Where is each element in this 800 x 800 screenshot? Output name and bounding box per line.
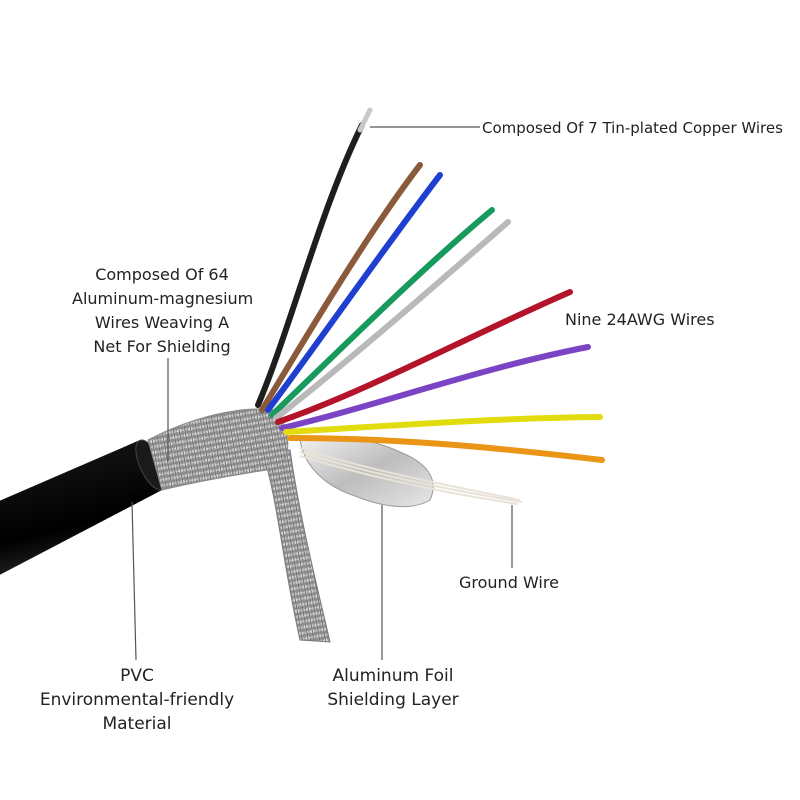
pvc-jacket — [0, 440, 162, 575]
blue-wire — [265, 172, 443, 413]
braid-bundle — [261, 449, 331, 643]
label-line: Aluminum Foil — [332, 666, 454, 686]
braid-mesh — [147, 408, 289, 491]
leader-pvc — [131, 501, 137, 661]
label-line: Environmental-friendly — [39, 690, 235, 710]
ground-wire — [299, 447, 523, 505]
label-ground-wire: Ground Wire — [459, 571, 559, 595]
wire-group — [255, 107, 605, 463]
label-line: Aluminum-magnesium — [72, 289, 254, 308]
label-line: Material — [102, 714, 172, 734]
label-pvc-material: PVC Environmental-friendly Material — [32, 664, 242, 736]
label-line: Net For Shielding — [93, 337, 231, 356]
purple-wire — [279, 344, 591, 431]
green-wire — [269, 207, 495, 418]
brown-wire — [259, 162, 423, 413]
black-wire-copper-tip — [357, 107, 373, 133]
label-line: Nine 24AWG Wires — [565, 310, 715, 329]
label-line: Shielding Layer — [327, 690, 459, 710]
gray-wire — [273, 219, 511, 421]
label-line: Ground Wire — [459, 573, 559, 592]
label-line: Wires Weaving A — [94, 313, 230, 332]
orange-wire — [287, 435, 605, 463]
label-copper-conductor: Composed Of 7 Tin-plated Copper Wires — [482, 116, 783, 140]
label-foil-layer: Aluminum Foil Shielding Layer — [318, 664, 468, 712]
yellow-wire — [283, 414, 603, 435]
black-wire — [255, 122, 365, 408]
label-braid-shielding: Composed Of 64 Aluminum-magnesium Wires … — [72, 263, 254, 359]
label-nine-wires: Nine 24AWG Wires — [565, 308, 715, 332]
label-line: PVC — [120, 666, 154, 686]
label-line: Composed Of 7 Tin-plated Copper Wires — [482, 119, 783, 137]
leader-lines — [131, 126, 513, 661]
label-line: Composed Of 64 — [95, 265, 229, 284]
red-wire — [275, 289, 573, 425]
